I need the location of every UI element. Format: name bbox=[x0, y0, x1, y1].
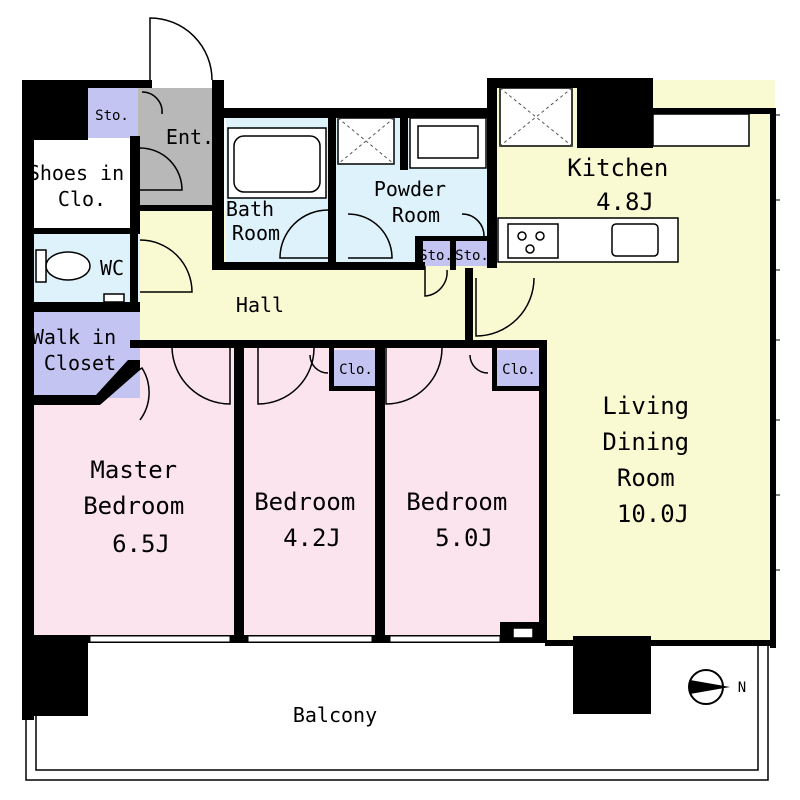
storage-entry-label: Sto. bbox=[95, 108, 129, 124]
clo-a-floor bbox=[333, 350, 375, 386]
sto-b-label: Sto. bbox=[455, 248, 489, 264]
doors bbox=[103, 17, 535, 421]
balcony-label: Balcony bbox=[293, 703, 377, 727]
bath-room-label: Bath Room bbox=[226, 197, 286, 245]
powder-room-label: Powder Room bbox=[374, 177, 458, 227]
kitchen-counter bbox=[497, 217, 679, 263]
south-windows bbox=[89, 635, 501, 643]
living-dining-label: Living Dining Room 10.0J bbox=[602, 392, 703, 528]
compass-label: N bbox=[738, 680, 746, 696]
bedroom-2-floor bbox=[244, 345, 375, 637]
entrance-label: Ent. bbox=[166, 125, 214, 149]
bedroom-3-floor bbox=[384, 345, 539, 637]
bedroom-2-label: Bedroom 4.2J bbox=[254, 488, 370, 552]
bedroom-3-label: Bedroom 5.0J bbox=[406, 488, 522, 552]
clo-b-floor bbox=[497, 350, 539, 386]
window-seat bbox=[652, 113, 750, 147]
refrigerator-space bbox=[499, 87, 573, 147]
wc-sink bbox=[103, 293, 125, 303]
walls bbox=[22, 78, 776, 720]
storage-entry-floor bbox=[88, 88, 138, 138]
compass-arrow-icon bbox=[690, 680, 730, 694]
toilet bbox=[35, 249, 91, 283]
sto-a-label: Sto. bbox=[419, 248, 453, 264]
balcony-railing bbox=[25, 640, 769, 781]
bathtub bbox=[227, 127, 327, 199]
entrance-floor bbox=[138, 88, 220, 206]
clo-b-label: Clo. bbox=[502, 362, 536, 378]
wc-label: WC bbox=[100, 256, 124, 280]
east-window bbox=[775, 114, 780, 571]
washing-machine-space bbox=[337, 117, 395, 165]
kitchen-label: Kitchen 4.8J bbox=[567, 154, 683, 216]
north-compass: N bbox=[688, 669, 746, 705]
vanity-sink bbox=[409, 117, 487, 169]
sto-a-floor bbox=[420, 240, 452, 266]
clo-a-label: Clo. bbox=[339, 362, 373, 378]
walk-in-closet-label: Walk in Closet bbox=[32, 325, 128, 375]
shoes-closet-label: Shoes in Clo. bbox=[28, 161, 136, 211]
master-bedroom-label: Master Bedroom 6.5J bbox=[83, 456, 199, 558]
sto-b-floor bbox=[455, 240, 489, 266]
hall-label: Hall bbox=[236, 293, 284, 317]
